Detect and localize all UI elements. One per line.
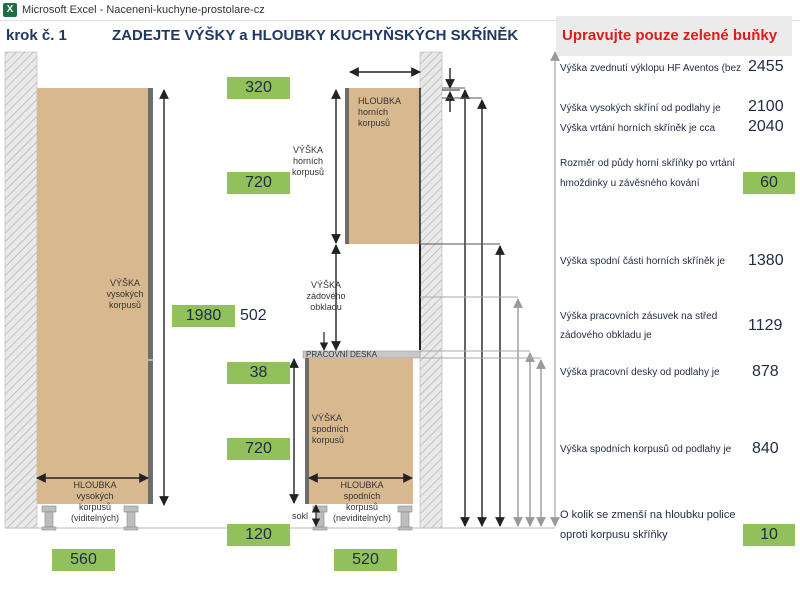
- lower-cabinet-door: [305, 358, 309, 504]
- drill-height-value: 2040: [748, 118, 784, 135]
- hinge-offset-cell[interactable]: 60: [743, 172, 795, 194]
- window-titlebar: X Microsoft Excel - Naceneni-kuchyne-pro…: [0, 0, 800, 21]
- lower-height-value: 840: [752, 440, 779, 457]
- lift-height-label: Výška zvednutí výklopu HF Aventos (bez o…: [560, 63, 743, 74]
- left-wall: [4, 51, 38, 529]
- tall-from-floor-value: 2100: [748, 98, 784, 115]
- tall-from-floor-label: Výška vysokých skříní od podlahy je: [560, 103, 721, 114]
- lift-height-value: 2455: [748, 58, 784, 75]
- backsplash-value: 502: [240, 307, 267, 324]
- lower-height-label: VÝŠKA spodních korpusů: [312, 413, 349, 445]
- tall-depth-cell[interactable]: 560: [52, 549, 115, 571]
- window-title: Microsoft Excel - Naceneni-kuchyne-prost…: [22, 4, 265, 16]
- lower-height-cell[interactable]: 720: [227, 438, 290, 460]
- lower-depth-label: HLOUBKA spodních korpusů (neviditelných): [332, 480, 392, 523]
- shelf-reduction-label-2: oproti korpusu skříňky: [560, 529, 668, 541]
- upper-cabinet: [348, 88, 420, 244]
- upper-bottom-value: 1380: [748, 252, 784, 269]
- upper-height-cell[interactable]: 720: [227, 172, 290, 194]
- tall-depth-label: HLOUBKA vysokých korpusů (viditelných): [70, 480, 119, 523]
- socket-height-label-2: zádového obkladu je: [560, 330, 652, 341]
- lower-height-label: Výška spodních korpusů od podlahy je: [560, 444, 732, 455]
- upper-height-label: VÝŠKA horních korpusů: [291, 145, 325, 177]
- worktop-cell[interactable]: 38: [227, 362, 290, 384]
- worktop-label: PRACOVNÍ DESKA: [306, 350, 378, 359]
- step-label: krok č. 1: [6, 27, 67, 44]
- plinth-label: sokl: [291, 511, 308, 521]
- tall-height-cell[interactable]: 1980: [172, 305, 235, 327]
- tall-height-label: VÝŠKA vysokých korpusů: [106, 278, 144, 310]
- hinge-offset-label-1: Rozměr od půdy horní skříňky po vrtání: [560, 158, 736, 169]
- hinge-offset-label-2: hmoždinky u závěsného kování: [560, 178, 700, 189]
- upper-cabinet-door: [345, 88, 349, 244]
- socket-height-label-1: Výška pracovních zásuvek na střed: [560, 311, 718, 322]
- lower-depth-cell[interactable]: 520: [334, 549, 397, 571]
- edit-notice: Upravujte pouze zelené buňky: [556, 16, 792, 56]
- page-title: ZADEJTE VÝŠKY a HLOUBKY KUCHYŇSKÝCH SKŘÍ…: [112, 27, 519, 44]
- worktop-height-value: 878: [752, 363, 779, 380]
- tall-cabinet-door: [148, 88, 153, 504]
- upper-depth-label: HLOUBKA horních korpusů: [358, 96, 402, 128]
- shelf-reduction-cell[interactable]: 10: [743, 524, 795, 546]
- shelf-reduction-label-1: O kolik se zmenší na hloubku police: [560, 509, 736, 521]
- worktop-height-label: Výška pracovní desky od podlahy je: [560, 367, 720, 378]
- right-wall: [419, 51, 443, 529]
- height-reference-lines: [420, 51, 560, 527]
- top-gap-cell[interactable]: 320: [227, 77, 290, 99]
- plinth-cell[interactable]: 120: [227, 524, 290, 546]
- backsplash-label: VÝŠKA zádového obkladu: [306, 280, 346, 312]
- socket-height-value: 1129: [748, 317, 783, 334]
- tall-cabinet: [37, 88, 150, 504]
- excel-icon: X: [3, 3, 17, 17]
- drill-height-label: Výška vrtání horních skříněk je cca: [560, 123, 716, 134]
- upper-bottom-label: Výška spodní části horních skříněk je: [560, 256, 726, 267]
